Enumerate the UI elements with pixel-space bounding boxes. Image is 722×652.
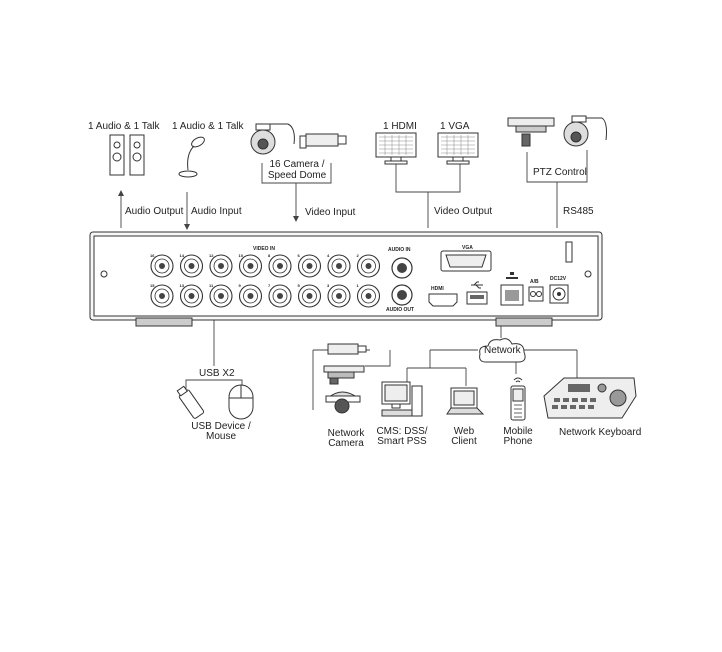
audio-in-jack[interactable] [390,256,414,280]
bnc-number-label: 11 [209,283,214,288]
hdmi-port[interactable] [427,292,459,308]
audio-output-label: Audio Output [125,206,184,217]
usb-device-label-2: Mouse [205,431,236,442]
cms-label-1: CMS: DSS/ [376,426,428,437]
bnc-connector-2[interactable]: 2 [357,253,381,278]
hdmi-monitor-icon [375,132,417,165]
laptop-icon [446,387,485,415]
network-keyboard-label: Network Keyboard [559,427,642,438]
lan-port[interactable] [500,284,524,306]
network-camera-icon [323,343,367,414]
rs485-port[interactable] [528,286,544,302]
network-keyboard-icon [543,377,637,419]
ab-port-label: A/B [530,279,539,285]
bnc-connector-15[interactable]: 15 [150,283,174,308]
ptz-dome-icon [563,115,607,147]
bnc-connector-5[interactable]: 5 [298,283,322,308]
usb-symbol-icon [471,281,483,289]
bnc-number-label: 8 [268,253,271,258]
mouse-icon [228,384,254,420]
video-in-label: VIDEO IN [253,246,275,252]
network-label: Network [484,345,521,356]
bnc-connector-3[interactable]: 3 [327,283,351,308]
bnc-number-label: 4 [327,253,330,258]
vga-port-label: VGA [462,245,473,251]
bnc-connector-11[interactable]: 11 [209,283,233,308]
web-client-label-1: Web [453,426,475,437]
camera-label-2: Speed Dome [267,170,327,181]
bnc-number-label: 16 [150,253,155,258]
bnc-number-label: 5 [298,283,301,288]
usb-port[interactable] [466,290,488,306]
rs485-label: RS485 [563,206,594,217]
cms-label-2: Smart PSS [377,436,427,447]
cms-pc-icon [381,381,423,417]
speed-dome-icon [250,123,295,155]
hdmi-port-label: HDMI [431,286,444,292]
vga-port[interactable] [440,250,492,272]
usb-stick-icon [176,385,205,419]
bnc-connector-4[interactable]: 4 [327,253,351,278]
bnc-number-label: 6 [298,253,301,258]
bnc-connector-13[interactable]: 13 [180,283,204,308]
bnc-connector-14[interactable]: 14 [180,253,204,278]
bnc-connector-10[interactable]: 10 [239,253,263,278]
audio-input-label: Audio Input [191,206,242,217]
bnc-connector-16[interactable]: 16 [150,253,174,278]
bnc-number-label: 14 [180,253,185,258]
video-output-label: Video Output [434,206,493,217]
camera-label-1: 16 Camera / [269,159,325,170]
bullet-camera-icon [299,133,347,149]
bnc-number-label: 7 [268,283,271,288]
bnc-number-label: 15 [150,283,155,288]
usb-device-label-1: USB Device / [191,421,251,432]
video-in-ports: 16 14 12 10 8 6 4 2 15 13 11 9 7 5 3 1 [150,253,381,308]
bnc-connector-8[interactable]: 8 [268,253,292,278]
speaker-label: 1 Audio & 1 Talk [88,121,160,132]
audio-in-label: AUDIO IN [388,247,411,253]
bnc-number-label: 2 [357,253,360,258]
audio-out-jack[interactable] [390,283,414,307]
ptz-control-label: PTZ Control [533,167,587,178]
bnc-connector-12[interactable]: 12 [209,253,233,278]
mobile-phone-label-2: Phone [503,436,533,447]
network-cloud-icon [479,338,526,363]
bnc-connector-9[interactable]: 9 [239,283,263,308]
ptz-camera-icon [507,117,555,147]
power-port[interactable] [549,284,569,304]
vga-label: 1 VGA [440,121,470,132]
mic-label: 1 Audio & 1 Talk [172,121,244,132]
usb-x2-label: USB X2 [199,368,235,379]
bnc-connector-7[interactable]: 7 [268,283,292,308]
video-input-label: Video Input [305,207,356,218]
network-camera-label-2: Camera [328,438,364,449]
vga-monitor-icon [437,132,479,165]
audio-out-label: AUDIO OUT [386,307,415,313]
bnc-number-label: 12 [209,253,214,258]
bnc-connector-6[interactable]: 6 [298,253,322,278]
hdmi-label: 1 HDMI [383,121,417,132]
bnc-number-label: 9 [239,283,242,288]
mobile-phone-icon [510,377,526,421]
network-camera-label-1: Network [327,428,365,439]
power-port-label: DC12V [550,276,567,282]
bnc-connector-1[interactable]: 1 [357,283,381,308]
bnc-number-label: 10 [239,253,244,258]
microphone-icon [178,136,205,178]
web-client-label-2: Client [451,436,477,447]
bnc-number-label: 13 [180,283,185,288]
speaker-icon [109,134,145,176]
mobile-phone-label-1: Mobile [503,426,533,437]
bnc-number-label: 3 [327,283,330,288]
bnc-number-label: 1 [357,283,360,288]
network-symbol-icon [506,272,518,279]
